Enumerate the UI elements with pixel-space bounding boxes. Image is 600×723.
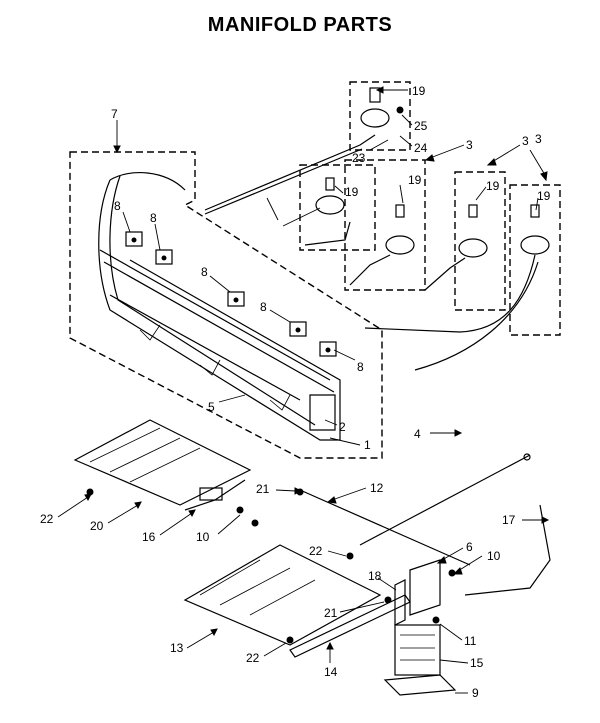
callout-3: 3 (522, 134, 529, 148)
callout-11: 11 (464, 634, 477, 648)
page-title: MANIFOLD PARTS (207, 14, 393, 36)
callout-2: 2 (339, 420, 346, 434)
callout-3: 3 (535, 132, 542, 146)
valve-group-box-2 (299, 164, 376, 251)
callout-19: 19 (408, 173, 422, 187)
callout-22: 22 (246, 651, 260, 665)
callout-14: 14 (324, 665, 338, 679)
callout-19: 19 (486, 179, 500, 193)
callout-6: 6 (466, 540, 473, 554)
callout-8: 8 (150, 211, 157, 225)
valve-assemblies (304, 87, 550, 291)
callout-5: 5 (208, 400, 215, 414)
callout-8: 8 (114, 199, 121, 213)
base-bracket (383, 674, 457, 696)
callout-8: 8 (357, 360, 364, 374)
long-rod (299, 489, 471, 566)
callout-21: 21 (324, 606, 338, 620)
callout-7: 7 (111, 107, 118, 121)
valve-group-box-5 (509, 184, 561, 336)
callout-9: 9 (472, 686, 479, 700)
callout-10: 10 (196, 530, 210, 544)
callout-19: 19 (345, 185, 359, 199)
screws (86, 488, 456, 644)
callout-8: 8 (260, 300, 267, 314)
callout-10: 10 (487, 549, 501, 563)
callout-19: 19 (412, 84, 426, 98)
bracket-18 (394, 579, 406, 626)
callout-13: 13 (170, 641, 184, 655)
valve-group-box-1 (349, 81, 411, 151)
callout-8: 8 (201, 265, 208, 279)
manifold-assembly (98, 171, 341, 441)
supply-tube-upper (204, 134, 376, 211)
callout-25: 25 (414, 119, 428, 133)
burner-bar (289, 594, 411, 658)
callout-4: 4 (414, 427, 421, 441)
igniter-tube (184, 479, 246, 511)
callout-21: 21 (256, 482, 270, 496)
diagonal-tube (464, 504, 551, 596)
base-plate (183, 544, 382, 646)
callout-12: 12 (370, 481, 384, 495)
orifice-fittings (125, 231, 337, 357)
callout-1: 1 (364, 438, 371, 452)
callout-labels: 19 25 24 23 7 3 3 3 19 19 19 19 8 8 8 8 … (40, 84, 551, 700)
callout-23: 23 (352, 151, 366, 165)
callout-24: 24 (414, 141, 428, 155)
callout-17: 17 (502, 513, 516, 527)
valve-body (394, 624, 441, 676)
valve-group-box-4 (454, 171, 506, 311)
callout-22: 22 (40, 512, 54, 526)
callout-16: 16 (142, 530, 156, 544)
leader-lines (57, 86, 550, 694)
bracket-plate (73, 419, 252, 506)
callout-19: 19 (537, 189, 551, 203)
supply-tube-lower (364, 254, 536, 333)
callout-22: 22 (309, 544, 323, 558)
callout-18: 18 (368, 569, 382, 583)
callout-20: 20 (90, 519, 104, 533)
callout-15: 15 (470, 656, 484, 670)
bracket-6 (409, 559, 441, 616)
callout-3: 3 (466, 138, 473, 152)
